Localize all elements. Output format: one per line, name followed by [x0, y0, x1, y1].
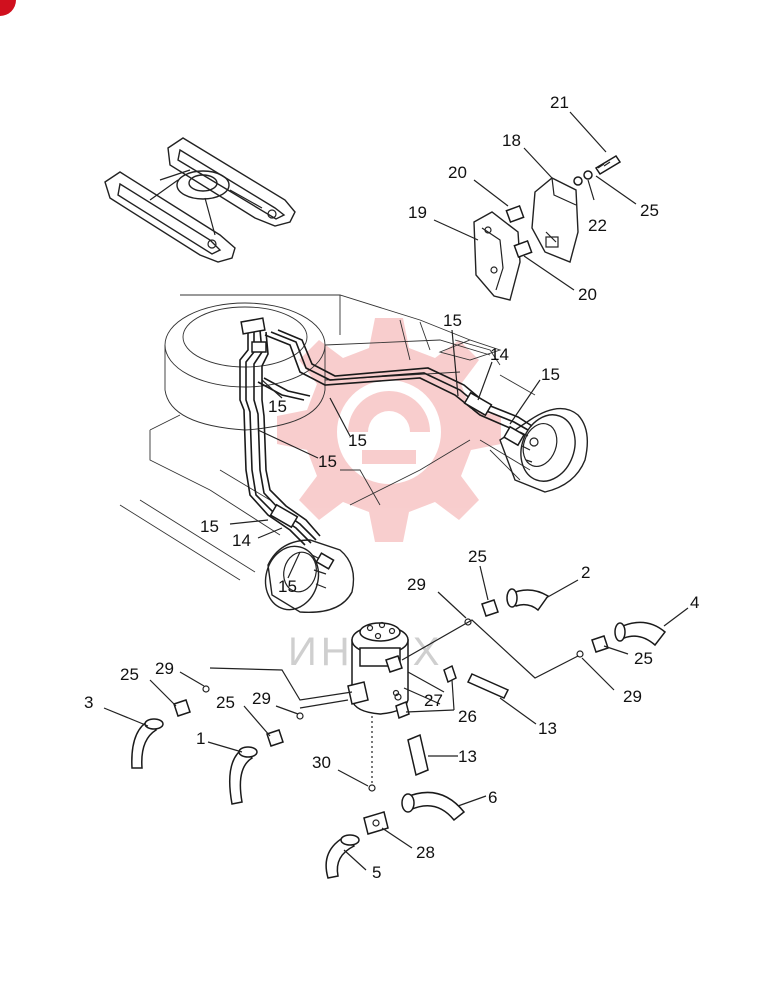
callout-15: 15 [318, 452, 337, 471]
callout-2: 2 [581, 563, 590, 582]
corner-badge [0, 0, 16, 16]
machine-frame [119, 294, 536, 581]
callout-18: 18 [502, 131, 521, 150]
elbow-hoses [131, 588, 667, 879]
callout-15: 15 [200, 517, 219, 536]
callout-29: 29 [252, 689, 271, 708]
watermark-logo [277, 318, 501, 542]
callout-20: 20 [448, 163, 467, 182]
callout-28: 28 [416, 843, 435, 862]
callout-15: 15 [541, 365, 560, 384]
hydraulic-pipe-runs [239, 317, 533, 570]
swivel-joint [347, 621, 510, 777]
callout-15: 15 [443, 311, 462, 330]
callout-13: 13 [538, 719, 557, 738]
callout-14: 14 [490, 345, 509, 364]
callout-25: 25 [120, 665, 139, 684]
tube-lines [202, 618, 584, 792]
leader-lines [103, 111, 689, 871]
callout-15: 15 [348, 431, 367, 450]
callout-25: 25 [468, 547, 487, 566]
callout-1: 1 [196, 729, 205, 748]
callout-25: 25 [640, 201, 659, 220]
callout-27: 27 [424, 691, 443, 710]
callout-4: 4 [690, 593, 699, 612]
callout-20: 20 [578, 285, 597, 304]
left-travel-motor [264, 539, 355, 614]
callout-15: 15 [268, 397, 287, 416]
callout-26: 26 [458, 707, 477, 726]
callout-29: 29 [155, 659, 174, 678]
callout-25: 25 [216, 693, 235, 712]
bracket-assembly [473, 154, 622, 301]
callout-13: 13 [458, 747, 477, 766]
fittings [173, 599, 609, 835]
callout-30: 30 [312, 753, 331, 772]
callout-19: 19 [408, 203, 427, 222]
callout-6: 6 [488, 788, 497, 807]
callout-22: 22 [588, 216, 607, 235]
callout-25: 25 [634, 649, 653, 668]
callout-14: 14 [232, 531, 251, 550]
callout-29: 29 [407, 575, 426, 594]
callout-15: 15 [278, 577, 297, 596]
callout-21: 21 [550, 93, 569, 112]
callout-labels: 21 18 20 19 22 25 20 15 14 15 15 15 15 1… [84, 93, 699, 882]
track-frame-inset [104, 137, 296, 263]
right-travel-motor [499, 407, 588, 493]
callout-5: 5 [372, 863, 381, 882]
callout-3: 3 [84, 693, 93, 712]
callout-29: 29 [623, 687, 642, 706]
